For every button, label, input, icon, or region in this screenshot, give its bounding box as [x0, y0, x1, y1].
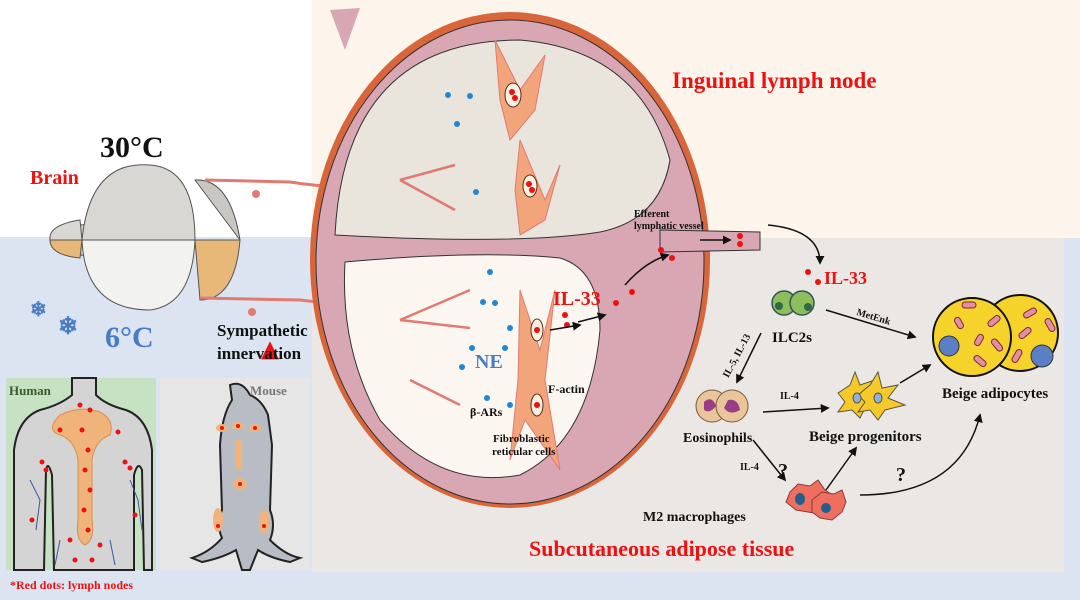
beige-progenitor-cells — [836, 370, 907, 421]
arrow-to-il33 — [767, 224, 825, 265]
snowflake-icon: ❄ — [58, 314, 79, 340]
fibroblastic-reticular-cells — [494, 39, 561, 471]
il33-tissue-label: IL-33 — [824, 268, 868, 288]
arrow-progenitors-adipocytes — [899, 364, 932, 384]
il4-label-b: IL-4 — [740, 462, 759, 473]
m2-macrophage-cells — [785, 479, 847, 521]
beta-ars-label: β-ARs — [470, 405, 503, 419]
footnote: *Red dots: lymph nodes — [10, 578, 134, 592]
beige-adipocytes-label: Beige adipocytes — [942, 386, 1049, 402]
ilc2-cells — [771, 290, 815, 316]
lymphatic-vessel-label: lymphatic vessel — [634, 221, 704, 232]
frc-label-line2: reticular cells — [492, 446, 556, 458]
snowflake-icon: ❄ — [30, 299, 47, 321]
inguinal-lymph-node-title: Inguinal lymph node — [672, 68, 877, 93]
brain-label: Brain — [30, 167, 79, 189]
innervation-label: innervation — [217, 344, 302, 363]
beige-progenitors-label: Beige progenitors — [809, 429, 922, 445]
human-label: Human — [9, 383, 51, 398]
il33-dots — [562, 233, 743, 328]
eosinophils-label: Eosinophils — [683, 431, 753, 446]
temp-warm-label: 30°C — [100, 131, 164, 164]
f-actin-label: F-actin — [548, 382, 585, 396]
lymph-node — [310, 8, 761, 508]
m2-macrophages-label: M2 macrophages — [643, 510, 746, 525]
question-mark-2: ? — [896, 464, 906, 486]
ilc2s-label: ILC2s — [772, 330, 813, 346]
beige-adipocyte-cells — [932, 294, 1059, 377]
arrow-il4-progenitors — [762, 403, 830, 413]
temp-cold-label: 6°C — [105, 321, 154, 354]
arrow-macrophages-progenitors — [825, 446, 858, 491]
il33-node-label: IL-33 — [553, 288, 601, 310]
frc-label-line1: Fibroblastic — [493, 433, 550, 445]
mouse-label: Mouse — [250, 383, 287, 398]
human-figure — [6, 377, 156, 571]
sympathetic-label: Sympathetic — [217, 321, 308, 340]
efferent-label: Efferent — [634, 209, 670, 220]
ne-label: NE — [475, 351, 503, 373]
eosinophils-cells — [695, 389, 749, 423]
arrow-macrophages-adipocytes — [859, 413, 983, 496]
question-mark-1: ? — [778, 460, 788, 482]
mouse-figure — [160, 378, 310, 571]
arrow-metenk — [825, 309, 917, 340]
ne-dots — [445, 92, 513, 408]
subcutaneous-title: Subcutaneous adipose tissue — [529, 536, 795, 561]
human-lymph-nodes — [29, 402, 138, 563]
brain — [49, 164, 241, 311]
arrow-il4-macrophages — [752, 439, 787, 482]
arrow-il5-il13 — [736, 332, 762, 384]
il4-label-a: IL-4 — [780, 391, 799, 402]
